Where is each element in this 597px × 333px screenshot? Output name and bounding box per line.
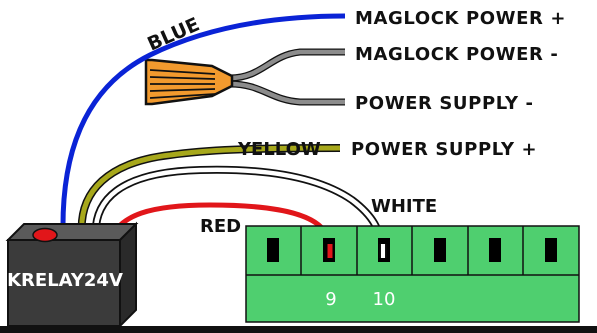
white-wire xyxy=(91,165,386,256)
power-supply-minus-label: POWER SUPPLY - xyxy=(355,93,534,114)
terminal-slot xyxy=(267,238,279,262)
white-wire-label: WHITE xyxy=(371,196,437,217)
terminal-9-label: 9 xyxy=(325,289,336,310)
terminal-10-label: 10 xyxy=(373,289,396,310)
terminal-slot xyxy=(545,238,557,262)
terminal-slot xyxy=(434,238,446,262)
maglock-power-minus-label: MAGLOCK POWER - xyxy=(355,44,558,65)
power-supply-plus-label: POWER SUPPLY + xyxy=(351,139,537,160)
yellow-wire-label: YELLOW xyxy=(237,139,321,160)
terminal-slot xyxy=(489,238,501,262)
maglock-power-plus-label: MAGLOCK POWER + xyxy=(355,8,566,29)
red-wire-label: RED xyxy=(200,216,241,237)
relay-indicator-light xyxy=(32,227,58,243)
terminal-block-icon xyxy=(245,225,580,323)
grey-wires xyxy=(229,48,345,106)
blue-wire xyxy=(60,13,346,233)
relay-label: KRELAY24V xyxy=(7,270,123,291)
wire-tips xyxy=(327,244,387,258)
blue-wire-label: BLUE xyxy=(144,13,203,55)
yellow-wire xyxy=(77,144,341,237)
relay-module-icon xyxy=(5,221,139,329)
wire-nut-icon xyxy=(144,58,234,106)
bottom-border xyxy=(0,326,597,333)
